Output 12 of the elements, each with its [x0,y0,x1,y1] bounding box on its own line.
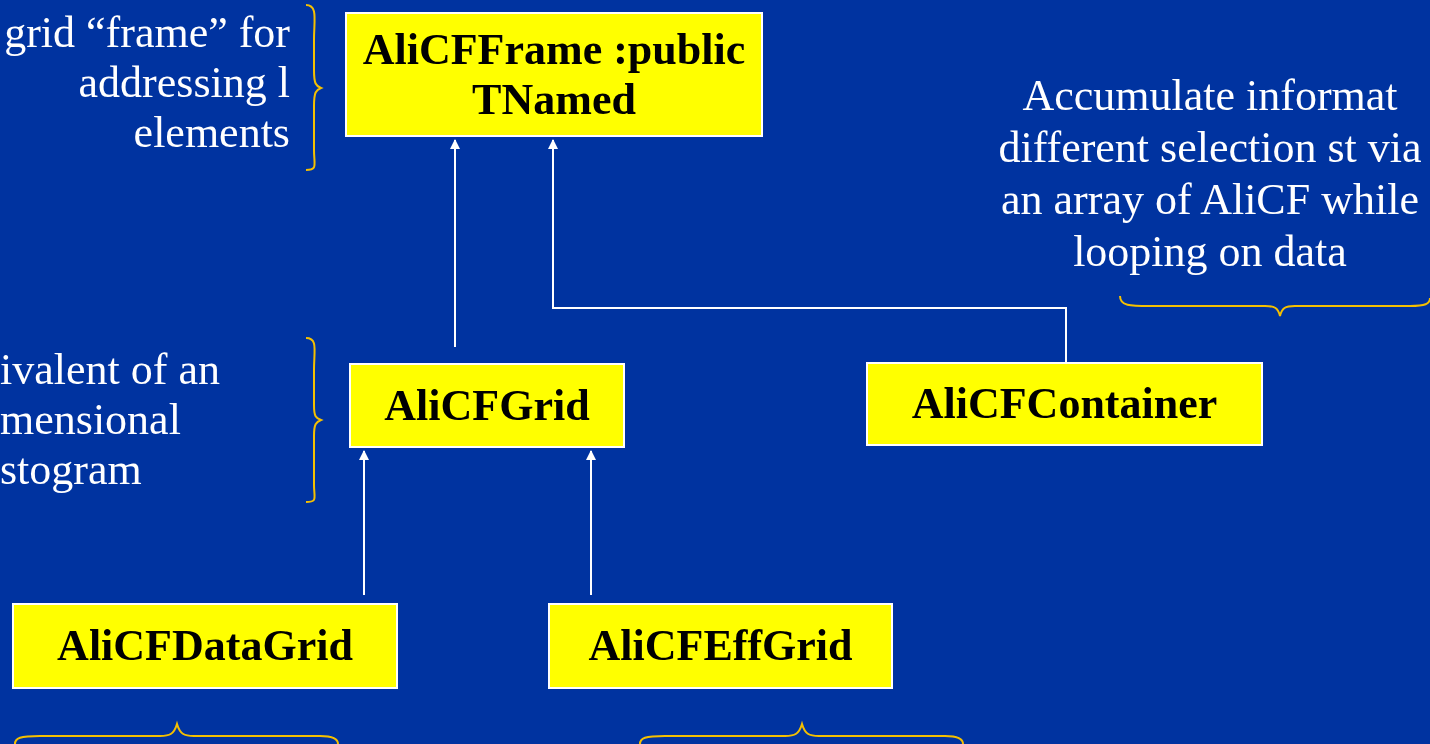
note-text: Accumulate informat different selection st via an array of AliCF while looping on data [997,70,1423,278]
class-box: AliCFGrid [349,363,625,448]
class-box: AliCFContainer [866,362,1263,446]
class-box: AliCFDataGrid [12,603,398,689]
note-text: ivalent of an mensional stogram [0,345,221,495]
arrow [548,139,1067,363]
arrow [359,450,369,596]
class-box: AliCFFrame :public TNamed [345,12,763,137]
note-text: grid “frame” for addressing l elements [3,8,290,158]
arrow [450,139,460,348]
arrow [586,450,596,596]
class-box: AliCFEffGrid [548,603,893,689]
